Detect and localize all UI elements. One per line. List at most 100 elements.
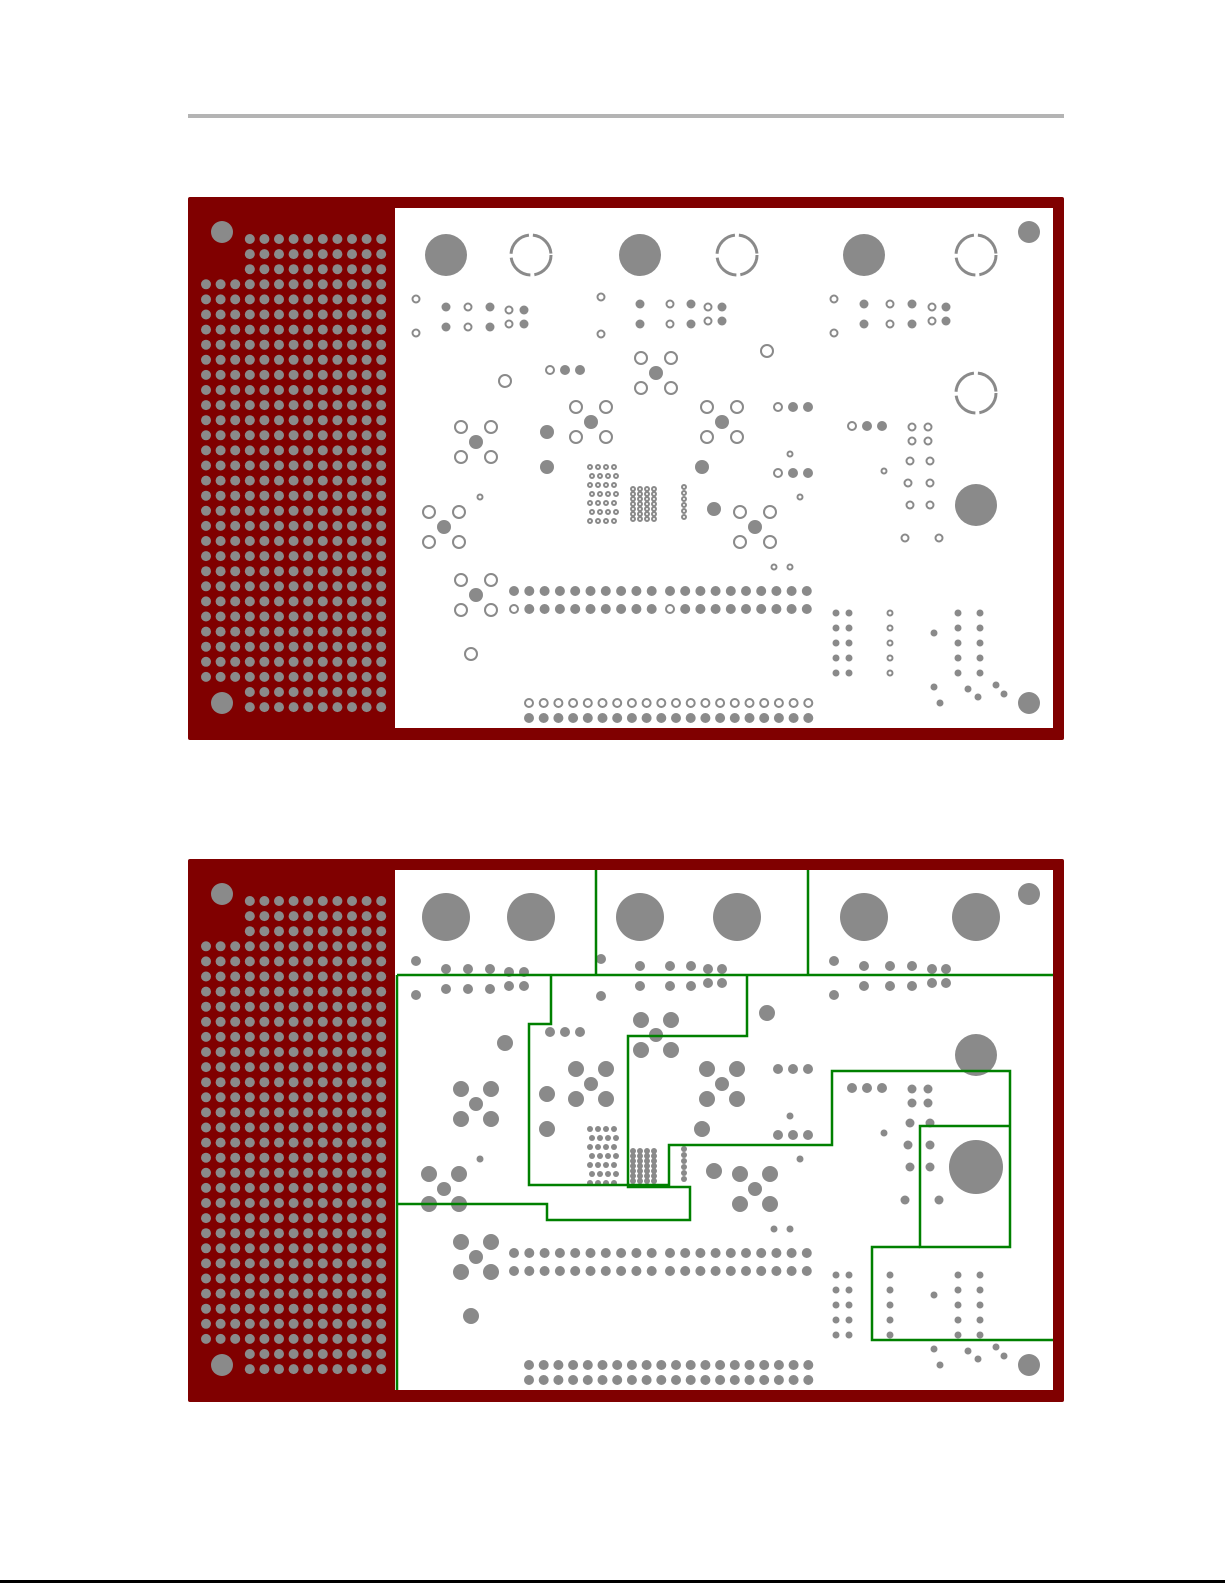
proto-pad <box>216 355 226 365</box>
proto-pad <box>274 1183 284 1193</box>
proto-pad <box>318 536 328 546</box>
proto-pad <box>230 1138 240 1148</box>
pad <box>584 415 598 429</box>
proto-pad <box>201 1183 211 1193</box>
proto-pad <box>376 911 386 921</box>
pad <box>453 1111 469 1127</box>
proto-pad <box>274 1304 284 1314</box>
proto-pad <box>230 566 240 576</box>
proto-pad <box>376 249 386 259</box>
proto-pad <box>274 294 284 304</box>
proto-pad <box>318 911 328 921</box>
proto-pad <box>245 264 255 274</box>
proto-pad <box>201 672 211 682</box>
proto-pad <box>289 657 299 667</box>
pad <box>759 713 769 723</box>
pad <box>877 1083 887 1093</box>
proto-pad <box>274 491 284 501</box>
proto-pad <box>303 355 313 365</box>
proto-pad <box>362 340 372 350</box>
pad <box>568 1061 584 1077</box>
pad <box>965 686 972 693</box>
proto-pad <box>347 1153 357 1163</box>
proto-pad <box>318 1304 328 1314</box>
proto-pad <box>362 370 372 380</box>
proto-pad <box>259 1002 269 1012</box>
proto-pad <box>376 1032 386 1042</box>
proto-pad <box>332 521 342 531</box>
proto-pad <box>289 566 299 576</box>
pad <box>477 1156 484 1163</box>
proto-pad <box>318 310 328 320</box>
proto-pad <box>332 687 342 697</box>
pad <box>656 1360 666 1370</box>
pad <box>686 1360 696 1370</box>
pad <box>787 1226 794 1233</box>
proto-pad <box>362 987 372 997</box>
proto-pad <box>289 1032 299 1042</box>
pad <box>665 1266 675 1276</box>
proto-pad <box>289 415 299 425</box>
pad <box>665 1248 675 1258</box>
proto-pad <box>230 1077 240 1087</box>
proto-pad <box>362 926 372 936</box>
proto-pad <box>289 1092 299 1102</box>
proto-pad <box>376 1243 386 1253</box>
proto-pad <box>216 1228 226 1238</box>
pad <box>485 964 495 974</box>
proto-pad <box>216 1168 226 1178</box>
proto-pad <box>318 1319 328 1329</box>
proto-pad <box>318 1183 328 1193</box>
proto-pad <box>376 956 386 966</box>
proto-pad <box>274 506 284 516</box>
proto-pad <box>289 430 299 440</box>
proto-pad <box>376 279 386 289</box>
proto-pad <box>376 506 386 516</box>
pad <box>833 1272 840 1279</box>
proto-pad <box>347 1077 357 1087</box>
pad <box>803 713 813 723</box>
proto-pad <box>259 987 269 997</box>
pad <box>570 1248 580 1258</box>
proto-pad <box>376 642 386 652</box>
proto-pad <box>245 642 255 652</box>
pad <box>597 1135 603 1141</box>
proto-pad <box>303 1032 313 1042</box>
proto-pad <box>274 702 284 712</box>
pad <box>570 1266 580 1276</box>
pad <box>603 1162 609 1168</box>
pad <box>597 1153 603 1159</box>
proto-pad <box>318 627 328 637</box>
proto-pad <box>376 1047 386 1057</box>
proto-pad <box>245 1002 255 1012</box>
proto-pad <box>376 687 386 697</box>
pad <box>555 1248 565 1258</box>
proto-pad <box>201 400 211 410</box>
proto-pad <box>347 400 357 410</box>
pad <box>977 1332 984 1339</box>
proto-pad <box>332 536 342 546</box>
proto-pad <box>303 521 313 531</box>
proto-pad <box>230 987 240 997</box>
pad <box>539 1360 549 1370</box>
proto-pad <box>376 1304 386 1314</box>
pad <box>437 520 451 534</box>
proto-pad <box>376 566 386 576</box>
proto-pad <box>230 596 240 606</box>
pad <box>695 604 705 614</box>
proto-pad <box>245 551 255 561</box>
pad <box>631 586 641 596</box>
pad <box>887 1317 894 1324</box>
proto-pad <box>289 445 299 455</box>
proto-pad <box>259 1274 269 1284</box>
proto-pad <box>362 355 372 365</box>
pad <box>520 306 529 315</box>
pad <box>524 1360 534 1370</box>
proto-pad <box>274 370 284 380</box>
pad <box>616 586 626 596</box>
proto-pad <box>201 1213 211 1223</box>
pad <box>771 586 781 596</box>
pad <box>627 1375 637 1385</box>
pad <box>587 1144 593 1150</box>
pad <box>616 604 626 614</box>
